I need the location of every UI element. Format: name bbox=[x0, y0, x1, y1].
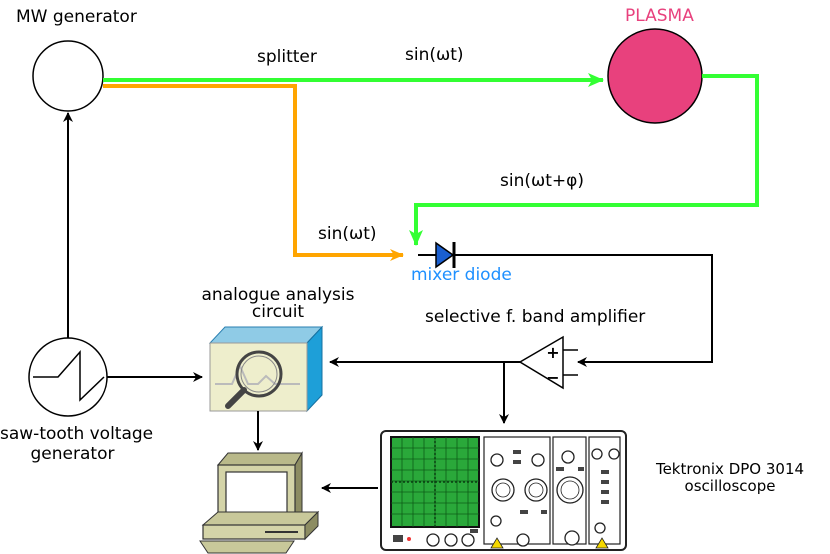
amplifier-plus-sign: + bbox=[546, 343, 559, 362]
sawtooth-wave-icon bbox=[33, 350, 105, 402]
sin-omega-t-left-label: sin(ωt) bbox=[318, 224, 377, 244]
analysis-circuit-icon bbox=[208, 325, 324, 413]
wire-diode-to-amplifier bbox=[454, 254, 713, 367]
sawtooth-generator-label: saw-tooth voltage generator bbox=[0, 424, 154, 464]
analysis-circuit-label-line1: analogue analysis bbox=[201, 285, 355, 305]
mw-generator-label: MW generator bbox=[16, 7, 137, 27]
sawtooth-generator-label-line2: generator bbox=[30, 443, 115, 464]
oscilloscope-icon bbox=[380, 430, 627, 551]
oscilloscope-label-line2: oscilloscope bbox=[684, 477, 776, 496]
mw-generator-circle bbox=[32, 40, 104, 112]
sin-omega-t-top-label: sin(ωt) bbox=[405, 45, 464, 65]
oscilloscope-label: Tektronix DPO 3014 oscilloscope bbox=[635, 460, 825, 496]
amplifier-icon: + − bbox=[518, 335, 578, 390]
computer-icon bbox=[199, 451, 320, 554]
analysis-circuit-label: analogue analysis circuit bbox=[178, 285, 378, 322]
mixer-diode-label: mixer diode bbox=[411, 265, 512, 285]
oscilloscope-label-line1: Tektronix DPO 3014 bbox=[655, 460, 805, 478]
orange-path-splitter-to-diode bbox=[103, 84, 404, 261]
green-path-plasma-to-diode bbox=[409, 74, 759, 246]
analysis-circuit-label-line2: circuit bbox=[251, 301, 305, 322]
plasma-label: PLASMA bbox=[625, 6, 694, 26]
amplifier-label: selective f. band amplifier bbox=[425, 307, 646, 327]
amplifier-minus-sign: − bbox=[546, 368, 559, 387]
plasma-circle bbox=[607, 28, 703, 124]
sin-omega-t-phi-label: sin(ωt+φ) bbox=[500, 171, 584, 191]
splitter-label: splitter bbox=[257, 47, 317, 67]
sawtooth-generator-label-line1: saw-tooth voltage bbox=[0, 424, 154, 444]
